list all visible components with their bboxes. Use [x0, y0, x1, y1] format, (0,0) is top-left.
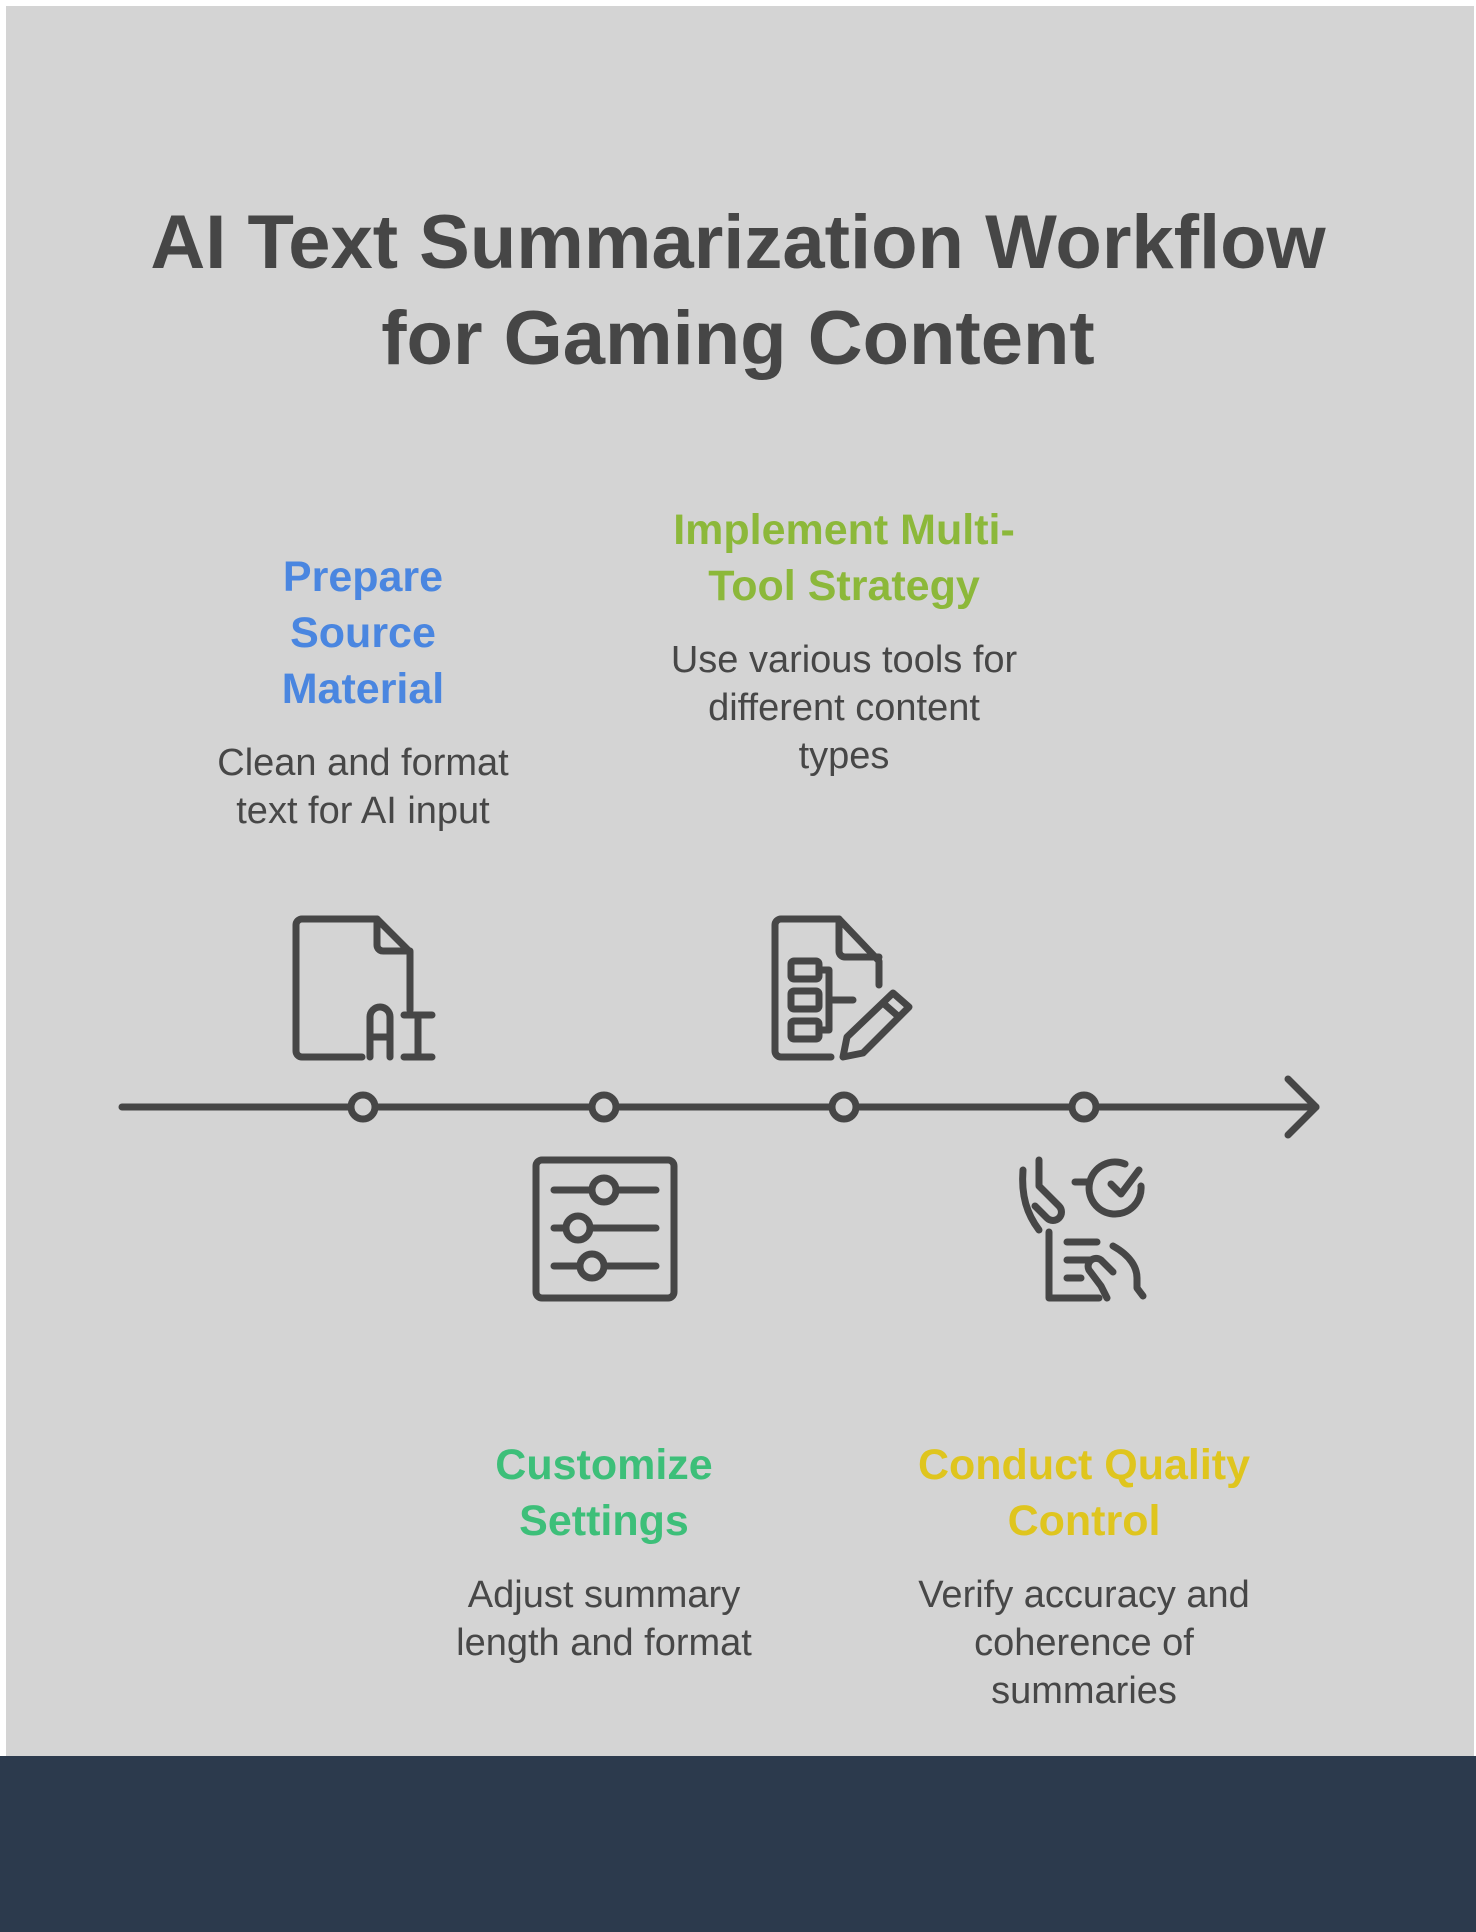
- arrow-head-icon: [1284, 1075, 1320, 1139]
- timeline-node: [1068, 1091, 1100, 1123]
- step-description: Adjust summary length and format: [456, 1574, 752, 1664]
- footer-band: [0, 1756, 1476, 1932]
- timeline-node: [828, 1091, 860, 1123]
- title-line-1: AI Text Summarization Workflow: [150, 200, 1326, 285]
- step-multi-tool: Implement Multi-Tool Strategy Use variou…: [634, 502, 1054, 780]
- page-title: AI Text Summarization Workflow for Gamin…: [0, 195, 1476, 387]
- step-quality-control: Conduct Quality Control Verify accuracy …: [874, 1437, 1294, 1715]
- title-line-2: for Gaming Content: [381, 296, 1095, 381]
- step-description: Use various tools for different content …: [670, 639, 1018, 777]
- step-description: Clean and format text for AI input: [217, 742, 509, 832]
- sliders-settings-icon: [532, 1156, 678, 1302]
- step-heading: Customize Settings: [495, 1441, 713, 1545]
- infographic-panel: [6, 6, 1474, 1756]
- ai-document-icon: [292, 915, 436, 1061]
- document-edit-icon: [771, 915, 913, 1061]
- step-heading: Prepare Source Material: [281, 553, 445, 713]
- step-heading: Implement Multi-Tool Strategy: [673, 506, 1015, 610]
- timeline-node: [347, 1091, 379, 1123]
- timeline: [118, 1075, 1320, 1139]
- quality-check-icon: [1019, 1156, 1147, 1302]
- timeline-node: [588, 1091, 620, 1123]
- step-description: Verify accuracy and coherence of summari…: [918, 1574, 1250, 1712]
- step-heading: Conduct Quality Control: [917, 1441, 1251, 1545]
- step-prepare-source: Prepare Source Material Clean and format…: [153, 549, 573, 835]
- step-customize-settings: Customize Settings Adjust summary length…: [394, 1437, 814, 1667]
